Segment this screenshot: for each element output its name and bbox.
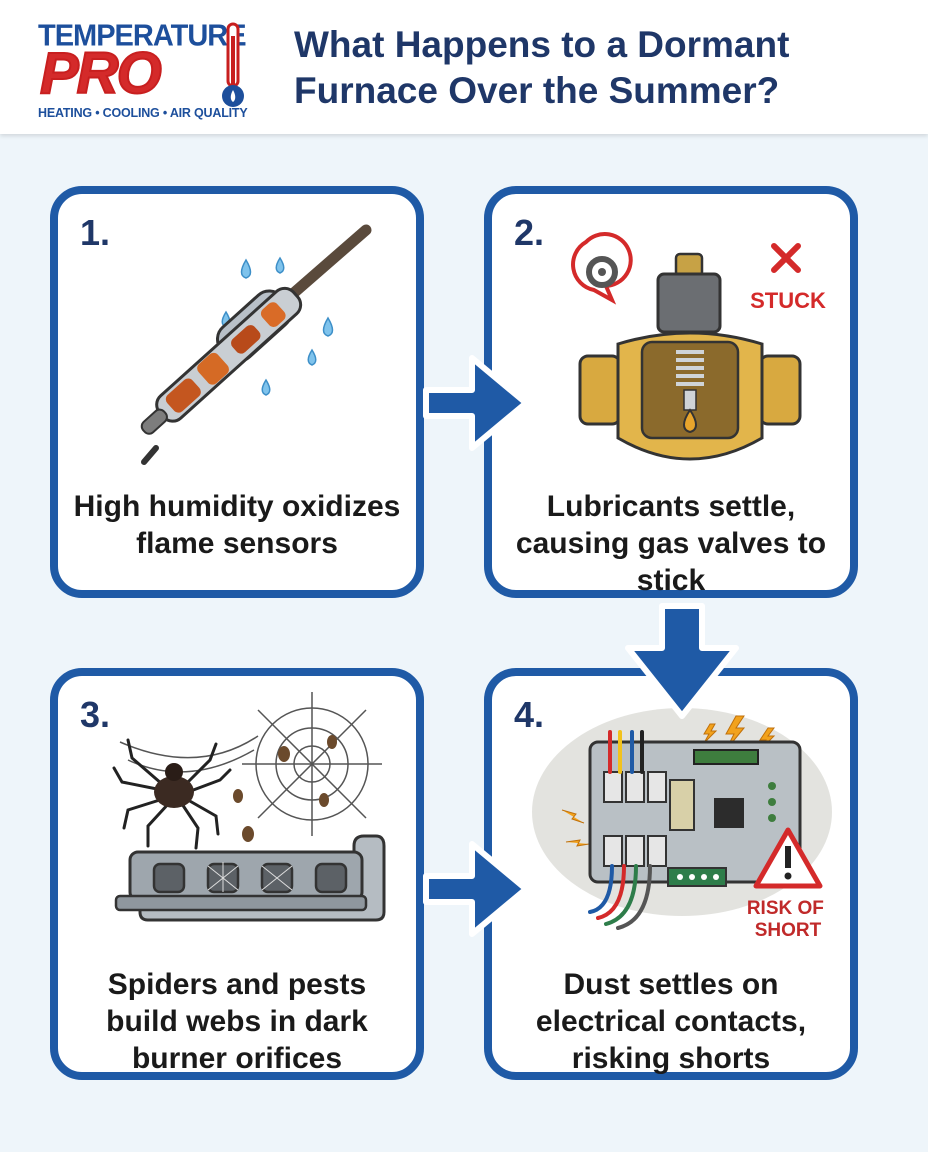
arrow-right-icon: [423, 841, 529, 937]
logo-brand-bottom: PRO: [39, 40, 163, 107]
rusty-flame-sensor-icon: [140, 224, 372, 465]
step-description: Dust settles on electrical contacts, ris…: [535, 968, 807, 1075]
spider-icon: [112, 738, 232, 850]
step-card-4: 4.: [484, 668, 858, 1080]
logo-brand-top: TEMPERATURE: [38, 19, 247, 53]
gas-valve-icon: STUCK: [571, 232, 826, 461]
step-number: 4.: [514, 694, 545, 735]
warning-icon: [753, 827, 823, 889]
step-description: Lubricants settle, causing gas valves to…: [515, 490, 827, 597]
step-description: Spiders and pests build webs in dark bur…: [106, 968, 368, 1075]
gear-icon: [571, 232, 633, 305]
step-card-1: 1. High humidity oxidizes f: [50, 186, 424, 598]
spider-web-burner-icon: [112, 692, 386, 922]
step-card-3: 3.: [50, 668, 424, 1080]
step-description: High humidity oxidizes flame sensors: [73, 490, 401, 560]
arrow-down-icon: [625, 603, 739, 719]
step-number: 1.: [80, 212, 111, 253]
risk-of-short-badge: RISK OF SHORT: [747, 898, 829, 941]
dusty-circuit-board-icon: RISK OF SHORT: [532, 708, 832, 941]
logo-tagline: HEATING • COOLING • AIR QUALITY: [38, 106, 248, 120]
temperature-pro-logo[interactable]: TEMPERATURE PRO HEATING • COOLING • AIR …: [36, 14, 248, 122]
close-icon: [771, 243, 801, 273]
page-title: What Happens to a Dormant Furnace Over t…: [294, 24, 790, 111]
arrow-right-icon: [423, 355, 529, 451]
step-number: 3.: [80, 694, 111, 735]
header: TEMPERATURE PRO HEATING • COOLING • AIR …: [0, 0, 928, 134]
stuck-badge: STUCK: [750, 288, 826, 313]
thermometer-icon: [222, 22, 244, 107]
step-number: 2.: [514, 212, 545, 253]
step-card-2: 2. STUCK Lubricants settle, causing gas …: [484, 186, 858, 598]
